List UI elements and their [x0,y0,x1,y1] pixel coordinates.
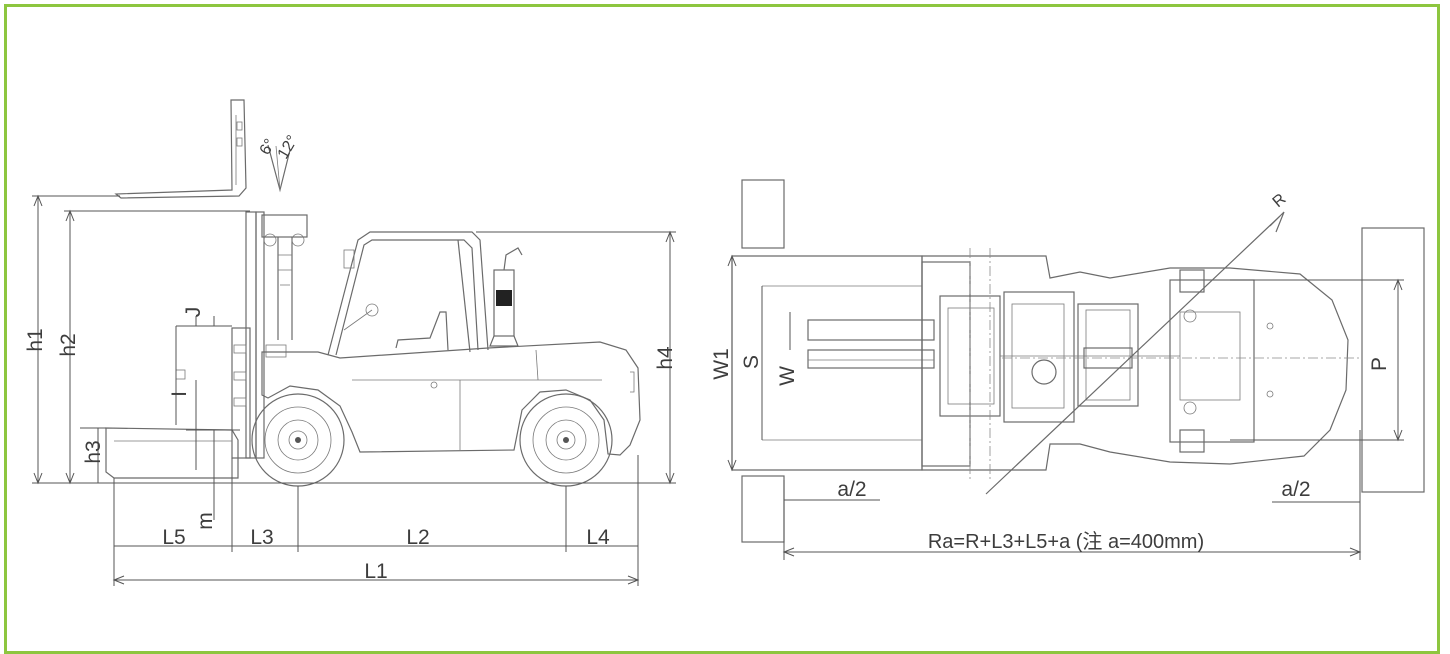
load-box-top-left [741,179,785,249]
w-label: W [776,366,799,386]
i-label: I [168,391,191,397]
radius-formula-label: Ra=R+L3+L5+a (注 a=400mm) [928,530,1204,553]
dimension-lines [33,194,675,585]
w1-label: W1 [710,348,733,380]
h3-label: h3 [82,440,105,463]
load-box-right [1361,227,1425,493]
h4-label: h4 [654,346,677,370]
overhead-guard [327,231,489,356]
carriage-and-fork [105,327,251,479]
exhaust-pipe [489,247,523,347]
s-label: S [740,355,763,369]
angle-12-label: 12° [275,133,302,162]
top-view: R W1 S W P a/2 a/2 Ra=R+L3+L5+a (注 a=400… [710,179,1425,560]
raised-fork [114,99,247,199]
a-half-right-label: a/2 [1281,478,1310,501]
l1-label: L1 [364,560,387,583]
front-wheel [251,393,345,487]
top-dimension-lines [727,254,1404,560]
rear-wheel [519,393,613,487]
r-label: R [1270,191,1290,211]
l5-label: L5 [162,526,185,549]
p-label: P [1368,357,1391,371]
a-half-left-label: a/2 [837,478,866,501]
h1-label: h1 [24,328,47,351]
l4-label: L4 [586,526,610,549]
load-box-bottom-left [741,475,785,543]
j-label: J [182,307,205,318]
l3-label: L3 [250,526,273,549]
mast [245,211,308,459]
angle-6-label: 6° [257,136,279,158]
tilt-angle-indicator: 6° 12° [257,133,302,193]
m-label: m [194,512,217,530]
extension-lines [32,195,676,586]
l2-label: L2 [406,526,429,549]
h2-label: h2 [57,333,80,356]
forks-top [807,319,935,369]
truck-body [261,341,641,456]
side-view: 6° 12° [24,99,677,586]
chassis-top [921,255,1349,471]
